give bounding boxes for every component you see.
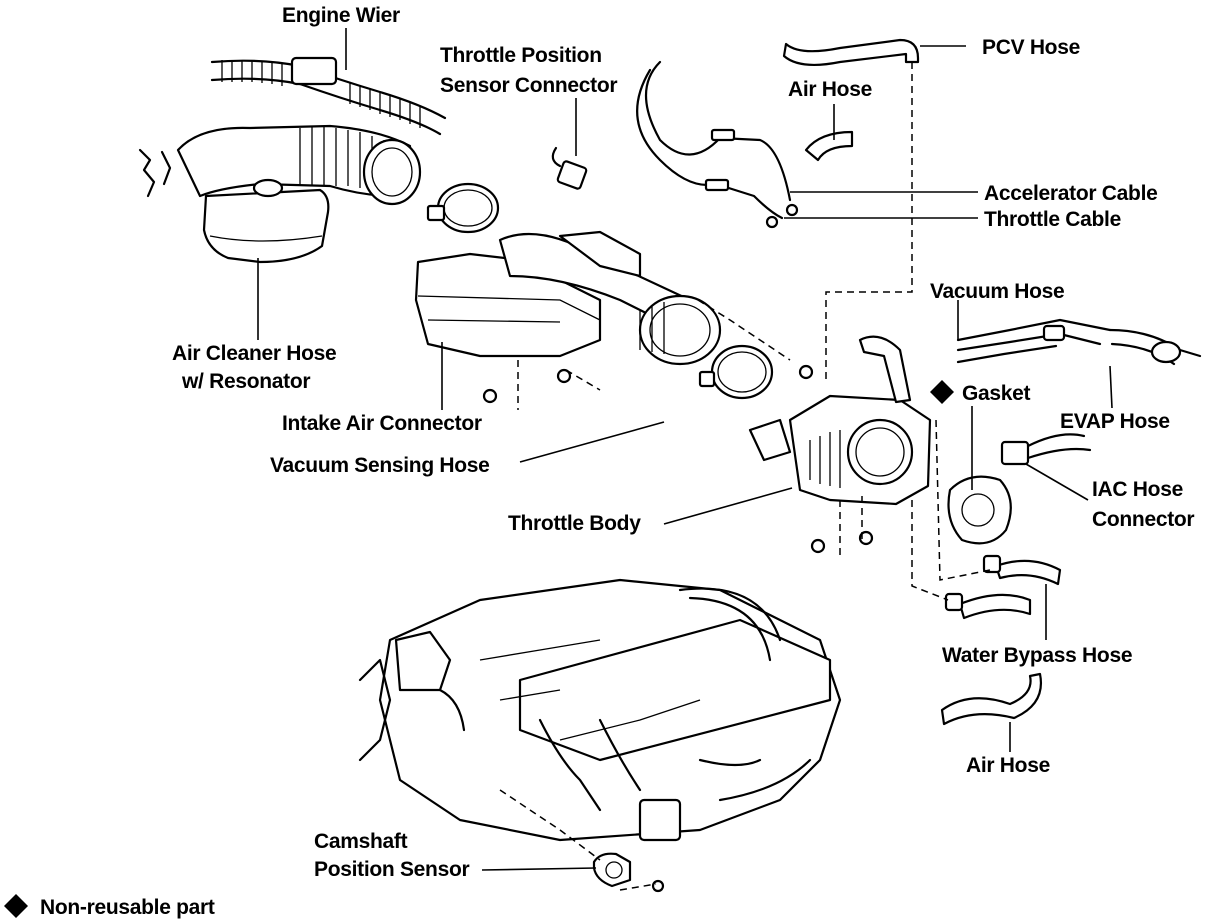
label-gasket: Gasket <box>962 382 1031 405</box>
label-camshaft-sensor-line1: Camshaft <box>314 830 408 853</box>
label-iac-hose-connector-line1: IAC Hose <box>1092 478 1183 501</box>
label-vacuum-sensing-hose: Vacuum Sensing Hose <box>270 454 490 477</box>
legend: Non-reusable part <box>4 894 215 919</box>
leader-lines <box>257 28 1113 871</box>
label-tps-connector-line1: Throttle Position <box>440 44 602 67</box>
label-camshaft-sensor-line2: Position Sensor <box>314 858 469 881</box>
label-air-cleaner-hose-line1: Air Cleaner Hose <box>172 342 336 365</box>
engine-assembly <box>358 578 842 842</box>
throttle-position-sensor-connector <box>551 146 588 190</box>
label-intake-air-connector: Intake Air Connector <box>282 412 482 435</box>
air-hose-upper <box>804 130 854 162</box>
hose-clamp-upper <box>426 182 500 234</box>
engine-wire-harness <box>210 56 447 136</box>
label-tps-connector-line2: Sensor Connector <box>440 74 617 97</box>
pcv-hose <box>782 38 920 67</box>
legend-non-reusable-part: Non-reusable part <box>40 896 215 919</box>
label-air-hose-lower: Air Hose <box>966 754 1050 777</box>
bolts <box>482 368 874 893</box>
label-evap-hose: EVAP Hose <box>1060 410 1170 433</box>
intake-air-connector <box>414 230 722 366</box>
label-air-cleaner-hose-line2: w/ Resonator <box>181 370 310 393</box>
label-water-bypass-hose: Water Bypass Hose <box>942 644 1132 667</box>
air-hose-lower <box>940 672 1043 726</box>
accelerator-and-throttle-cables <box>636 60 799 229</box>
water-bypass-hoses <box>944 554 1062 620</box>
label-air-hose-upper: Air Hose <box>788 78 872 101</box>
label-throttle-cable: Throttle Cable <box>984 208 1121 231</box>
throttle-body <box>748 335 932 506</box>
label-iac-hose-connector-line2: Connector <box>1092 508 1194 531</box>
legend-diamond-icon <box>4 894 28 918</box>
label-accelerator-cable: Accelerator Cable <box>984 182 1157 205</box>
assembly-guide-lines <box>499 62 991 891</box>
iac-hose-connector <box>1000 433 1092 466</box>
part-labels: Engine Wier Throttle Position Sensor Con… <box>172 4 1195 881</box>
hose-clamp-lower <box>698 344 774 400</box>
label-throttle-body: Throttle Body <box>508 512 641 535</box>
air-cleaner-hose-with-resonator <box>138 124 422 264</box>
vacuum-hoses <box>956 318 1202 366</box>
label-engine-wier: Engine Wier <box>282 4 400 27</box>
label-vacuum-hose: Vacuum Hose <box>930 280 1064 303</box>
camshaft-position-sensor <box>592 852 632 888</box>
gasket <box>947 475 1012 545</box>
diamond-icon <box>930 380 954 404</box>
label-pcv-hose: PCV Hose <box>982 36 1080 59</box>
